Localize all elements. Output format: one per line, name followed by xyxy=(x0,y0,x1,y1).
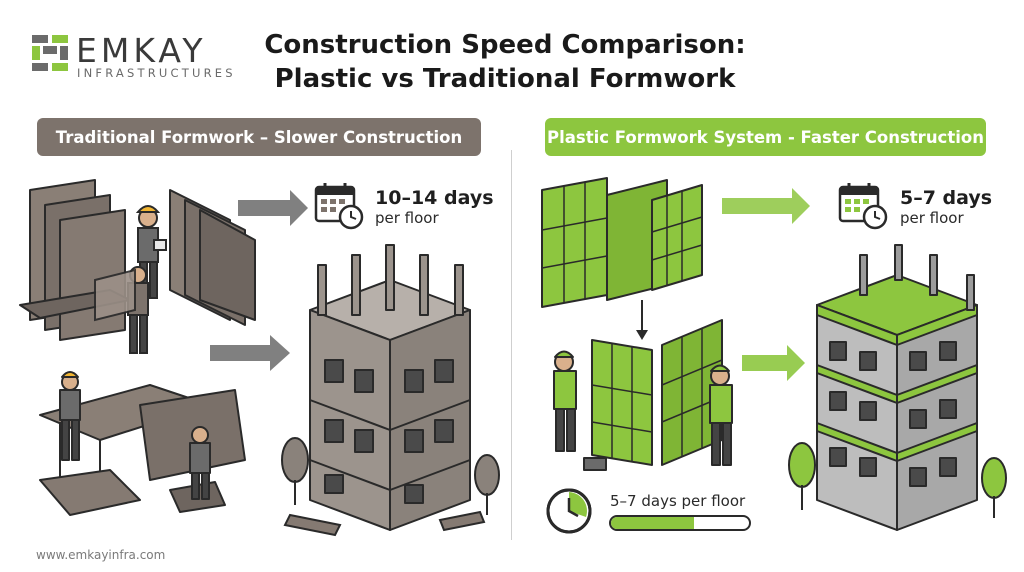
brand-logo: EMKAY INFRASTRUCTURES xyxy=(30,31,240,80)
title-line-1: Construction Speed Comparison: xyxy=(264,30,746,60)
loose-planks xyxy=(283,510,486,537)
traditional-days: 10–14 days xyxy=(375,187,494,209)
plastic-illustration xyxy=(541,177,1007,531)
traditional-illustration xyxy=(19,179,500,537)
plastic-building xyxy=(816,244,978,531)
footer-url[interactable]: www.emkayinfra.com xyxy=(36,548,166,562)
brand-subtitle: INFRASTRUCTURES xyxy=(77,66,236,80)
tree-icon xyxy=(281,437,500,515)
clock-icon xyxy=(546,488,592,534)
plastic-per-floor: per floor xyxy=(900,209,964,227)
progress-label: 5–7 days per floor xyxy=(610,492,746,510)
arrow-right-icon xyxy=(722,188,810,381)
traditional-building xyxy=(309,244,471,531)
page-title: Construction Speed Comparison: Plastic v… xyxy=(250,28,760,96)
tree-icon xyxy=(788,442,1007,518)
plastic-days: 5–7 days xyxy=(900,187,993,209)
traditional-per-floor: per floor xyxy=(375,209,439,227)
title-line-2: Plastic vs Traditional Formwork xyxy=(274,64,736,94)
progress-bar xyxy=(609,515,751,531)
workbench-scene xyxy=(39,371,246,516)
calendar-clock-icon xyxy=(838,183,888,230)
wooden-boards-stack xyxy=(19,179,256,341)
worker-lifting xyxy=(94,266,149,354)
arrow-right-icon xyxy=(210,190,308,371)
workers-installing-panel xyxy=(553,319,733,471)
plastic-banner: Plastic Formwork System - Faster Constru… xyxy=(545,118,986,156)
calendar-clock-icon xyxy=(314,183,364,230)
logo-mark-icon xyxy=(32,35,68,71)
brand-name: EMKAY xyxy=(76,31,207,70)
traditional-banner: Traditional Formwork – Slower Constructi… xyxy=(37,118,481,156)
progress-fill xyxy=(611,517,694,529)
plastic-panels-stack xyxy=(541,177,703,308)
section-divider xyxy=(511,150,512,540)
